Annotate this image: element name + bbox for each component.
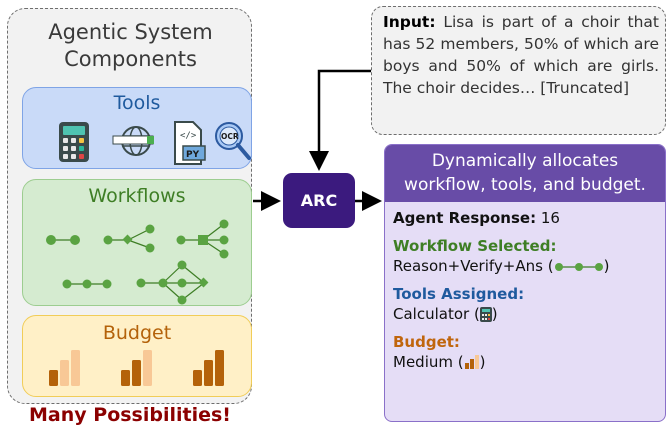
input-label: Input: — [383, 13, 436, 31]
output-body: Agent Response: 16 Workflow Selected: Re… — [385, 202, 665, 386]
panel-title: Agentic System Components — [8, 19, 253, 73]
workflows-title: Workflows — [88, 185, 186, 207]
input-to-arc-arrow — [309, 69, 371, 171]
budget-bar — [49, 370, 58, 386]
budget-bar — [60, 360, 69, 386]
budget-label: Budget: — [393, 333, 460, 351]
web-search-icon — [112, 126, 154, 156]
tools-icons: </> PY OCR — [59, 121, 251, 165]
workflow-row: Workflow Selected: Reason+Verify+Ans () — [393, 236, 657, 276]
agent-response-value: 16 — [540, 209, 560, 227]
svg-text:PY: PY — [186, 150, 200, 160]
budget-bar — [204, 360, 213, 386]
budget-bar — [121, 370, 130, 386]
input-box: Input: Lisa is part of a choir that has … — [371, 6, 666, 135]
panel-title-line2: Components — [64, 47, 197, 71]
three-node-chain-icon — [62, 279, 112, 289]
output-header-line2: workflow, tools, and budget. — [404, 175, 646, 195]
tools-section: Tools — [22, 87, 252, 169]
budget-low-icon — [49, 350, 80, 386]
tools-close-paren: ) — [491, 305, 498, 323]
budget-bar — [215, 350, 224, 386]
budget-high-icon — [193, 350, 224, 386]
workflow-close-paren: ) — [603, 257, 610, 275]
input-text: Lisa is part of a choir that has 52 memb… — [383, 13, 659, 97]
calculator-icon — [479, 307, 492, 322]
output-header-line1: Dynamically allocates — [431, 151, 619, 171]
workflows-section: Workflows — [22, 179, 252, 306]
calculator-icon — [59, 122, 89, 162]
three-node-chain-icon — [554, 263, 603, 271]
arc-router-box: ARC — [283, 173, 355, 228]
tools-label: Tools Assigned: — [393, 285, 525, 303]
many-possibilities-caption: Many Possibilities! — [29, 404, 231, 426]
budget-value: Medium ( — [393, 353, 464, 371]
diamond-parallel-icon — [136, 260, 209, 305]
agent-response-row: Agent Response: 16 — [393, 208, 657, 228]
tools-value: Calculator ( — [393, 305, 480, 323]
workflow-value: Reason+Verify+Ans ( — [393, 257, 554, 275]
branch-three-icon — [176, 219, 229, 259]
tools-row: Tools Assigned: Calculator () — [393, 284, 657, 324]
ocr-magnifier-icon: OCR — [215, 122, 251, 160]
svg-text:OCR: OCR — [221, 132, 239, 141]
budget-row: Budget: Medium () — [393, 332, 657, 372]
budget-medium-icon — [121, 350, 152, 386]
agent-response-label: Agent Response: — [393, 209, 537, 227]
budget-bar — [132, 360, 141, 386]
budget-bar — [193, 370, 202, 386]
budget-bar — [143, 350, 152, 386]
budget-section: Budget — [22, 315, 252, 397]
agentic-system-components-panel: Agentic System Components Tools — [7, 8, 252, 404]
branch-two-icon — [103, 224, 155, 253]
python-file-icon: </> PY — [174, 121, 206, 165]
medium-budget-icon — [464, 355, 479, 369]
output-header: Dynamically allocates workflow, tools, a… — [385, 145, 665, 202]
panel-title-line1: Agentic System — [48, 20, 213, 44]
budget-close-paren: ) — [479, 353, 486, 371]
workflow-icons — [46, 219, 229, 305]
two-node-chain-icon — [46, 235, 80, 245]
allocation-output-box: Dynamically allocates workflow, tools, a… — [384, 144, 666, 422]
workflow-label: Workflow Selected: — [393, 237, 557, 255]
budget-title: Budget — [102, 322, 172, 344]
tools-title: Tools — [113, 92, 161, 114]
svg-text:</>: </> — [180, 131, 197, 141]
budget-icons — [49, 350, 224, 386]
budget-bar — [71, 350, 80, 386]
